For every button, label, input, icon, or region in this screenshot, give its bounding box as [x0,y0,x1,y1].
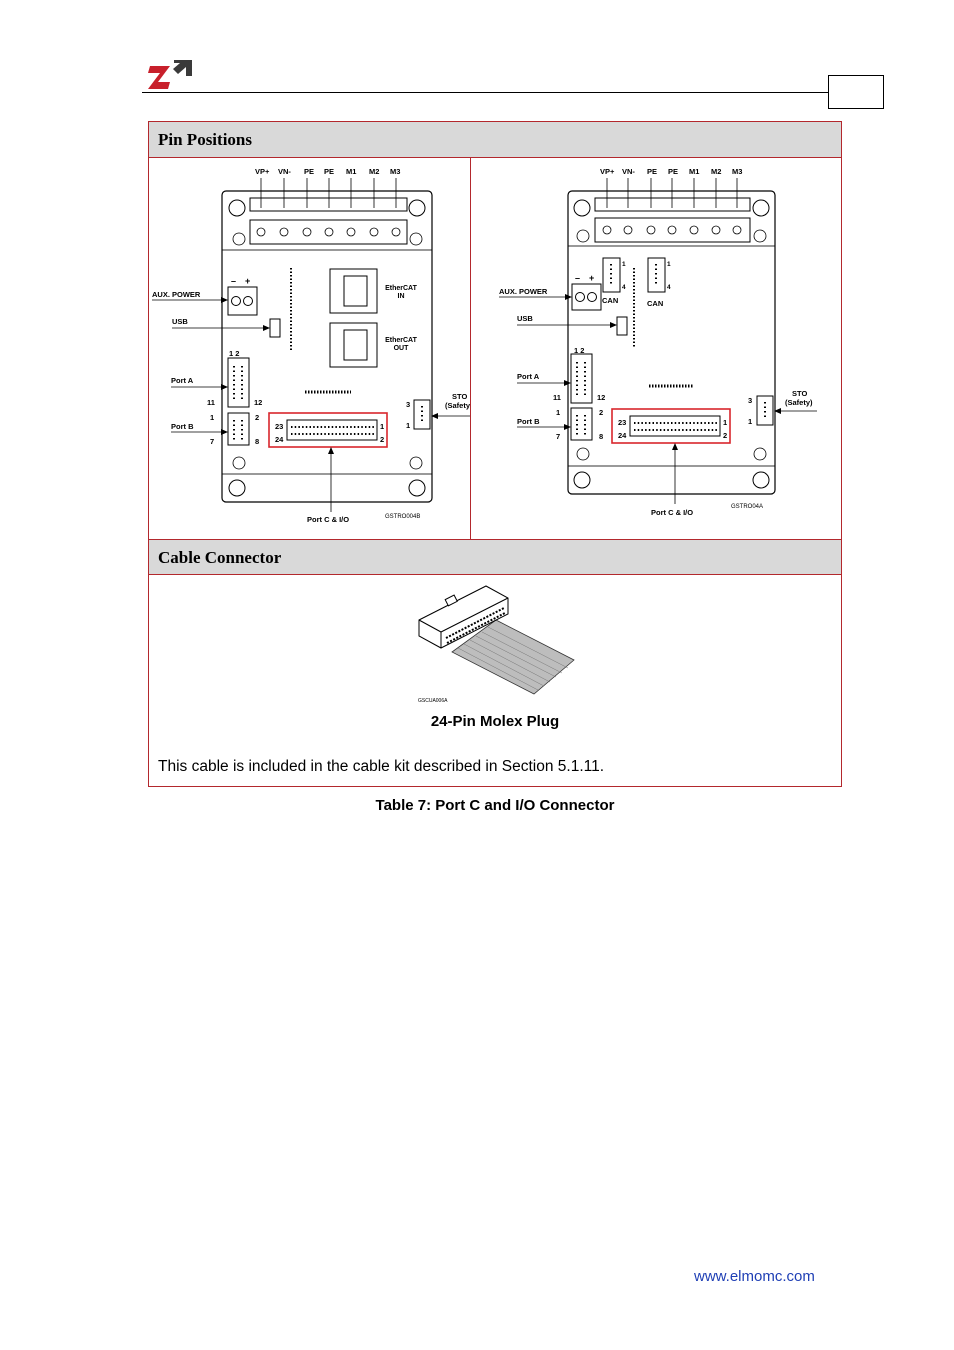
plug-caption: 24-Pin Molex Plug [430,713,560,730]
port-a-label: Port A [171,376,194,385]
label-pe2: PE [668,167,678,176]
pin-positions-header: Pin Positions [149,122,841,158]
sto-label-2: (Safety) [785,398,813,407]
pin-positions-diagram-right: VP+ VN- PE PE M1 M2 M3 [499,167,817,517]
port-b-pin-7: 7 [556,432,560,441]
table-caption: Table 7: Port C and I/O Connector [375,797,615,814]
page-number-box [828,75,884,109]
can-label-1: CAN [602,296,618,305]
port-c-pin-1: 1 [723,418,727,427]
diagram-code: GSTRO004B [385,514,420,520]
can-pin-1: 1 [622,261,626,268]
sto-pin-1: 1 [406,421,410,430]
header-rule [142,92,829,93]
usb-label: USB [172,317,188,326]
port-a-pin-12: 12 [254,398,262,407]
svg-text:–: – [231,276,236,286]
usb-label: USB [517,314,533,323]
cable-image-code: GSCUA006A [418,698,448,704]
footer-website-link[interactable]: www.elmomc.com [694,1268,815,1285]
sto-pin-3: 3 [406,400,410,409]
port-a-pin-11: 11 [553,393,561,402]
label-vn: VN- [278,167,291,176]
column-divider [470,158,471,539]
port-c-label: Port C & I/O [651,508,693,517]
ethercat-out-label-1: EtherCAT [385,337,417,344]
port-a-pin-12: 12 [597,393,605,402]
can2-pin-4: 4 [667,284,671,291]
label-m1: M1 [346,167,356,176]
elmo-logo-icon [148,60,192,89]
port-b-pin-2: 2 [599,408,603,417]
sto-pin-3: 3 [748,396,752,405]
port-c-table: Pin Positions VP+ VN- PE PE M1 M2 M3 [148,121,842,787]
port-b-pin-1: 1 [556,408,560,417]
label-vp: VP+ [255,167,270,176]
label-pe2: PE [324,167,334,176]
sto-label-2: (Safety) [445,401,470,410]
label-m3: M3 [390,167,400,176]
can-pin-4: 4 [622,284,626,291]
label-vn: VN- [622,167,635,176]
port-a-pin-11: 11 [207,398,215,407]
port-c-pin-1: 1 [380,422,384,431]
port-b-pin-8: 8 [255,437,259,446]
pin-positions-diagram-left: VP+ VN- PE PE M1 M2 M3 [152,167,470,524]
port-c-pin-2: 2 [723,431,727,440]
port-b-pin-2: 2 [255,413,259,422]
ethercat-in-label-1: EtherCAT [385,285,417,292]
port-b-pin-8: 8 [599,432,603,441]
label-vp: VP+ [600,167,615,176]
port-a-pins-top: 1 2 [229,349,239,358]
diagram-code: GSTRO04A [731,504,763,510]
aux-power-label: AUX. POWER [152,290,201,299]
port-b-pin-1: 1 [210,413,214,422]
label-pe1: PE [647,167,657,176]
aux-power-label: AUX. POWER [499,287,548,296]
molex-plug-image: GSCUA006A [418,585,575,704]
sto-label-1: STO [792,389,807,398]
label-m3: M3 [732,167,742,176]
sto-pin-1: 1 [748,417,752,426]
label-m2: M2 [369,167,379,176]
port-a-pins-top: 1 2 [574,346,584,355]
port-c-pin-23: 23 [618,418,626,427]
port-b-label: Port B [517,417,540,426]
ethercat-in-label-2: IN [398,293,405,300]
port-c-pin-23: 23 [275,422,283,431]
port-c-pin-24: 24 [275,435,284,444]
label-m2: M2 [711,167,721,176]
ethercat-out-label-2: OUT [394,345,410,352]
port-c-label: Port C & I/O [307,515,349,524]
label-m1: M1 [689,167,699,176]
port-c-pin-24: 24 [618,431,627,440]
port-c-pin-2: 2 [380,435,384,444]
can-label-2: CAN [647,299,663,308]
svg-text:+: + [245,276,250,286]
cable-connector-header: Cable Connector [149,539,841,575]
can2-pin-1: 1 [667,261,671,268]
svg-text:–: – [575,273,580,283]
port-b-label: Port B [171,422,194,431]
sto-label-1: STO [452,392,467,401]
cable-kit-note: This cable is included in the cable kit … [158,758,605,775]
port-a-label: Port A [517,372,540,381]
label-pe1: PE [304,167,314,176]
svg-text:+: + [589,273,594,283]
port-b-pin-7: 7 [210,437,214,446]
